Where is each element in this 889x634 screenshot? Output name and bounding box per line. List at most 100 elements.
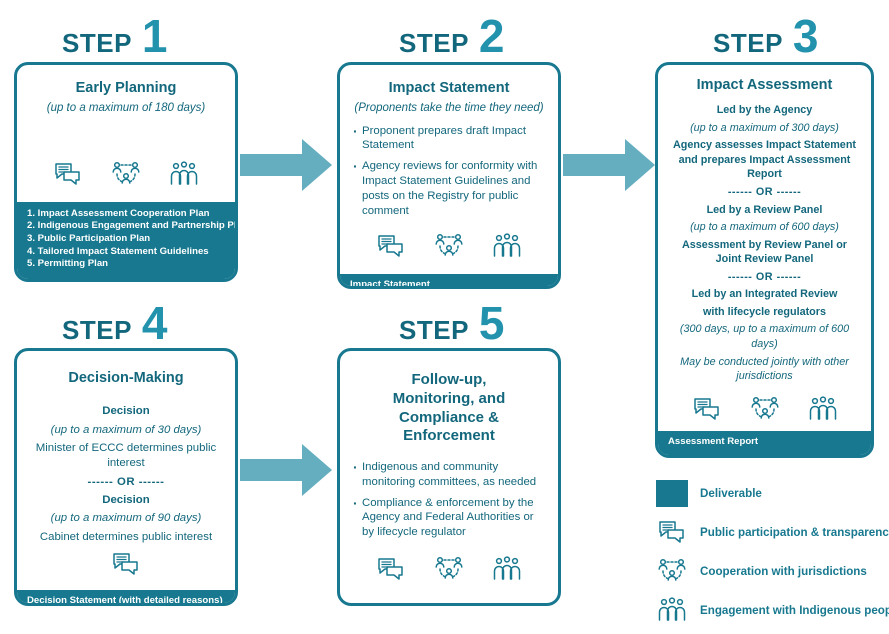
line-item: with lifecycle regulators bbox=[702, 305, 826, 318]
public-participation-icon bbox=[691, 395, 723, 423]
bullet-item: Proponent prepares draft Impact Statemen… bbox=[352, 122, 546, 154]
step-2-bullets: Proponent prepares draft Impact Statemen… bbox=[352, 122, 546, 225]
line-item: May be conducted jointly with other juri… bbox=[680, 355, 849, 383]
step-4-icon-row bbox=[29, 548, 223, 584]
step-2-subtitle: (Proponents take the time they need) bbox=[354, 102, 544, 115]
step-5-icon-row bbox=[352, 547, 546, 597]
line-item: ------ OR ------ bbox=[727, 185, 802, 198]
cooperation-icon bbox=[433, 232, 465, 260]
step-3-heading: STEP 3 bbox=[713, 10, 819, 62]
legend-label: Deliverable bbox=[700, 486, 762, 500]
line-item: Led by a Review Panel bbox=[706, 203, 823, 216]
step-4-heading: STEP 4 bbox=[62, 297, 168, 349]
cooperation-icon bbox=[110, 160, 142, 188]
step-label: STEP bbox=[399, 28, 469, 58]
step-1-icon-row bbox=[29, 152, 223, 196]
step-2-icon-row bbox=[352, 224, 546, 268]
step-2-heading: STEP 2 bbox=[399, 10, 505, 62]
line-item: (up to a maximum of 90 days) bbox=[50, 512, 202, 525]
step-number: 4 bbox=[141, 297, 168, 349]
step-number: 3 bbox=[792, 10, 819, 62]
arrow-step4-to-step5 bbox=[240, 442, 336, 498]
bullet-item: Compliance & enforcement by the Agency a… bbox=[352, 494, 546, 540]
step-1-deliverables: 1. Impact Assessment Cooperation Plan 2.… bbox=[17, 201, 238, 279]
legend-item-deliverable: Deliverable bbox=[656, 478, 886, 508]
step-label: STEP bbox=[62, 28, 132, 58]
line-item: Minister of ECCC determines public inter… bbox=[35, 441, 217, 470]
step-4-deliverables: Decision Statement (with detailed reason… bbox=[17, 590, 235, 606]
step-number: 1 bbox=[141, 10, 168, 62]
legend-item-cooperation: Cooperation with jurisdictions bbox=[656, 556, 886, 586]
step-2-deliverables: Impact Statement bbox=[340, 274, 558, 289]
step-3-icon-row bbox=[668, 389, 861, 427]
public-participation-icon bbox=[110, 550, 142, 578]
step-1-subtitle: (up to a maximum of 180 days) bbox=[46, 102, 206, 115]
indigenous-engagement-icon bbox=[656, 596, 688, 624]
legend-item-indigenous-engagement: Engagement with Indigenous peoples bbox=[656, 595, 889, 625]
line-item: Led by an Integrated Review bbox=[691, 288, 838, 301]
line-item: Decision bbox=[102, 405, 150, 418]
public-participation-icon bbox=[375, 555, 407, 583]
public-participation-icon bbox=[52, 160, 84, 188]
arrow-step2-to-step3 bbox=[563, 137, 659, 193]
step-5-bullets: Indigenous and community monitoring comm… bbox=[352, 458, 546, 546]
legend-label: Cooperation with jurisdictions bbox=[700, 564, 867, 578]
indigenous-engagement-icon bbox=[807, 395, 839, 423]
cooperation-icon bbox=[749, 395, 781, 423]
legend-item-public-participation: Public participation & transparency bbox=[656, 517, 889, 547]
step-label: STEP bbox=[399, 315, 469, 345]
deliverable-item: Assessment Report bbox=[668, 436, 759, 448]
step-5-heading: STEP 5 bbox=[399, 297, 505, 349]
line-item: Agency assesses Impact Statement and pre… bbox=[672, 139, 857, 181]
indigenous-engagement-icon bbox=[491, 232, 523, 260]
step-1-heading: STEP 1 bbox=[62, 10, 168, 62]
deliverable-swatch bbox=[656, 479, 688, 507]
step-1-title: Early Planning bbox=[75, 80, 177, 96]
line-item: (300 days, up to a maximum of 600 days) bbox=[679, 323, 850, 350]
step-label: STEP bbox=[62, 315, 132, 345]
step-number: 2 bbox=[478, 10, 505, 62]
deliverable-item: 3. Public Participation Plan bbox=[27, 233, 151, 245]
line-item: ------ OR ------ bbox=[727, 270, 802, 283]
line-item: ------ OR ------ bbox=[87, 475, 165, 488]
step-5-body: Follow-up, Monitoring, and Compliance & … bbox=[340, 351, 558, 603]
bullet-item: Indigenous and community monitoring comm… bbox=[352, 458, 546, 490]
deliverable-item: 1. Impact Assessment Cooperation Plan bbox=[27, 207, 210, 219]
legend: Deliverable Public participation & trans… bbox=[656, 478, 889, 634]
step-5-title: Follow-up, Monitoring, and Compliance & … bbox=[392, 371, 506, 445]
step-3-card[interactable]: Impact Assessment Led by the Agency (up … bbox=[655, 62, 874, 458]
step-2-card[interactable]: Impact Statement (Proponents take the ti… bbox=[337, 62, 561, 289]
step-4-card[interactable]: Decision-Making Decision (up to a maximu… bbox=[14, 348, 238, 606]
legend-label: Public participation & transparency bbox=[700, 525, 889, 539]
deliverable-item: 4. Tailored Impact Statement Guidelines bbox=[27, 245, 209, 257]
cooperation-icon bbox=[656, 557, 688, 585]
step-4-lines: Decision (up to a maximum of 30 days) Mi… bbox=[29, 401, 223, 548]
public-participation-icon bbox=[375, 232, 407, 260]
step-4-title: Decision-Making bbox=[68, 370, 184, 386]
line-item: (up to a maximum of 300 days) bbox=[690, 121, 839, 134]
line-item: Led by the Agency bbox=[716, 104, 813, 117]
indigenous-engagement-icon bbox=[168, 160, 200, 188]
deliverable-item: Impact Statement bbox=[350, 279, 430, 289]
legend-label: Engagement with Indigenous peoples bbox=[700, 603, 889, 617]
step-1-card[interactable]: Early Planning (up to a maximum of 180 d… bbox=[14, 62, 238, 282]
step-label: STEP bbox=[713, 28, 783, 58]
arrow-step1-to-step2 bbox=[240, 137, 336, 193]
step-number: 5 bbox=[478, 297, 505, 349]
step-3-lines: Led by the Agency (up to a maximum of 30… bbox=[668, 100, 861, 387]
step-4-body: Decision-Making Decision (up to a maximu… bbox=[17, 351, 235, 590]
indigenous-engagement-icon bbox=[491, 555, 523, 583]
cooperation-icon bbox=[433, 555, 465, 583]
step-2-title: Impact Statement bbox=[388, 80, 510, 96]
step-5-card[interactable]: Follow-up, Monitoring, and Compliance & … bbox=[337, 348, 561, 606]
line-item: Decision bbox=[102, 494, 150, 507]
step-3-deliverables: Assessment Report bbox=[658, 431, 871, 455]
line-item: (up to a maximum of 30 days) bbox=[50, 423, 202, 436]
deliverable-item: 2. Indigenous Engagement and Partnership… bbox=[27, 220, 238, 232]
deliverable-item: 5. Permitting Plan bbox=[27, 258, 109, 270]
line-item: (up to a maximum of 600 days) bbox=[690, 221, 839, 234]
deliverable-item: Decision Statement (with detailed reason… bbox=[27, 595, 223, 606]
step-1-body: Early Planning (up to a maximum of 180 d… bbox=[17, 65, 235, 202]
step-2-body: Impact Statement (Proponents take the ti… bbox=[340, 65, 558, 274]
